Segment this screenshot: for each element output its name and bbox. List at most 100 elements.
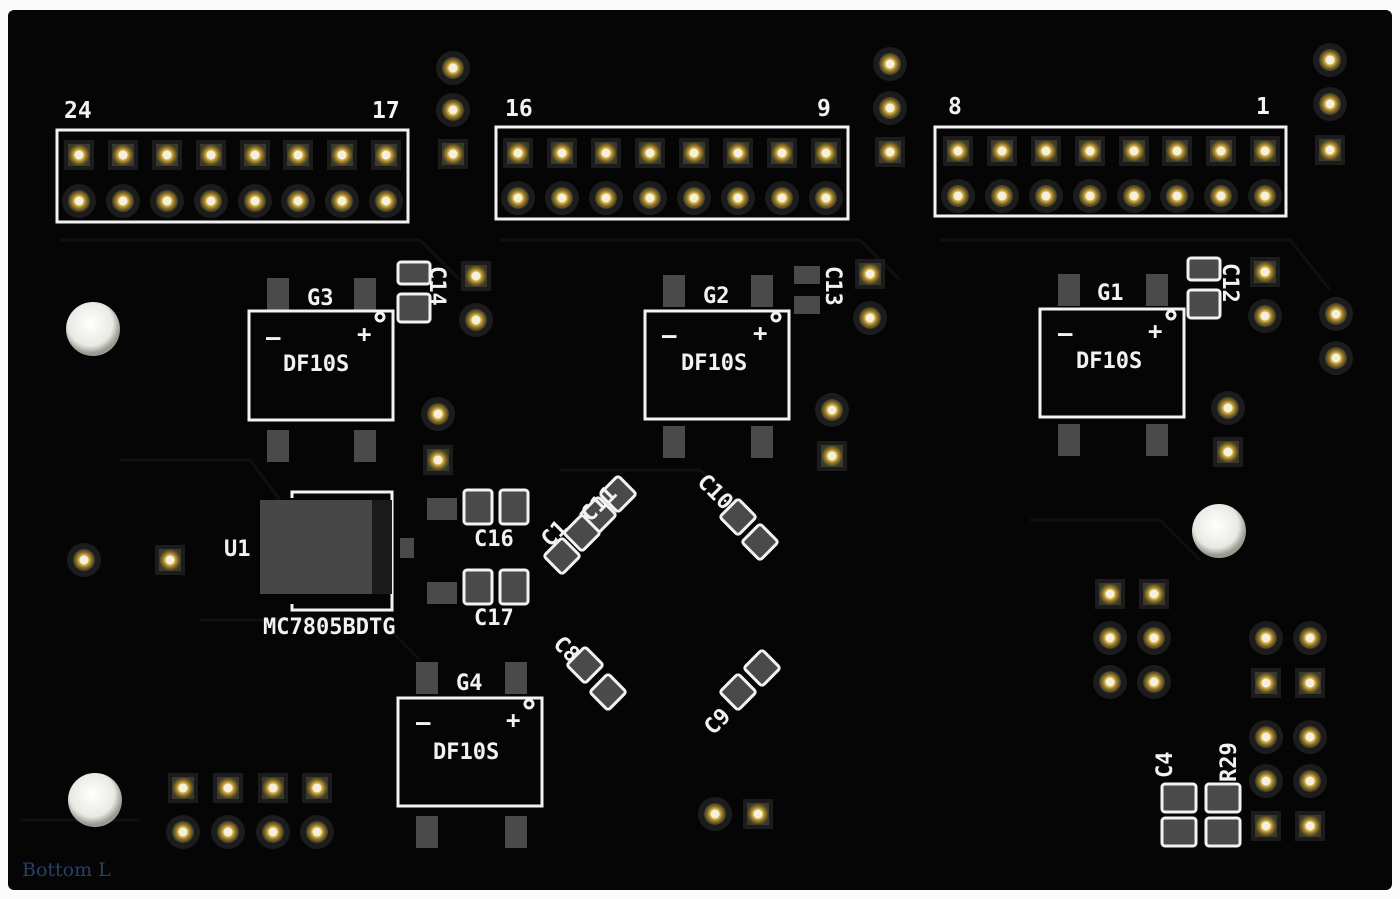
- smd-pad: [505, 662, 527, 694]
- drill-hole: [268, 827, 278, 837]
- mounting-hole: [66, 302, 120, 356]
- smd-pad: [1160, 816, 1198, 848]
- drill-hole: [601, 193, 611, 203]
- drill-hole: [433, 409, 443, 419]
- drill-hole: [1260, 146, 1270, 156]
- drill-hole: [1041, 146, 1051, 156]
- connector-a-right-label: 17: [372, 98, 400, 124]
- drill-hole: [223, 827, 233, 837]
- drill-hole: [1105, 677, 1115, 687]
- smd-pad: [416, 816, 438, 848]
- regulator-value: MC7805BDTG: [263, 615, 395, 640]
- smd-pad: [505, 816, 527, 848]
- bridge-g3-plus: +: [357, 320, 371, 348]
- drill-hole: [601, 148, 611, 158]
- drill-hole: [206, 150, 216, 160]
- drill-hole: [118, 196, 128, 206]
- drill-hole: [1172, 191, 1182, 201]
- drill-hole: [1260, 191, 1270, 201]
- smd-pad: [1146, 274, 1168, 306]
- bridge-g4-plus: +: [506, 706, 520, 734]
- smd-pad: [663, 275, 685, 307]
- drill-hole: [1261, 732, 1271, 742]
- drill-hole: [162, 150, 172, 160]
- drill-hole: [223, 783, 233, 793]
- connector-b-outline: [494, 125, 850, 221]
- drill-hole: [753, 809, 763, 819]
- drill-hole: [312, 827, 322, 837]
- bridge-rectifier-g4: G4 – + DF10S: [396, 671, 544, 808]
- bridge-g2-ref: G2: [703, 284, 730, 309]
- bridge-rectifier-g3: G3 – + DF10S: [247, 286, 395, 422]
- drill-hole: [74, 196, 84, 206]
- drill-hole: [250, 196, 260, 206]
- drill-hole: [1325, 145, 1335, 155]
- drill-hole: [733, 148, 743, 158]
- drill-hole: [471, 315, 481, 325]
- drill-hole: [885, 59, 895, 69]
- bridge-g3-value: DF10S: [283, 352, 349, 377]
- cap-c14-label: C14: [424, 266, 449, 306]
- mounting-hole: [1192, 504, 1246, 558]
- smd-pad: [354, 430, 376, 462]
- drill-hole: [1260, 311, 1270, 321]
- drill-hole: [1305, 821, 1315, 831]
- bridge-g2-plus: +: [753, 319, 767, 347]
- board-substrate: [8, 10, 1392, 890]
- drill-hole: [827, 451, 837, 461]
- mounting-hole: [68, 773, 122, 827]
- drill-hole: [885, 103, 895, 113]
- smd-pads: [267, 256, 1242, 848]
- regulator-ref: U1: [224, 537, 251, 562]
- smd-pad: [462, 488, 494, 526]
- smd-pad: [1186, 256, 1222, 282]
- bridge-g1-minus: –: [1058, 319, 1073, 347]
- smd-pad: [498, 488, 530, 526]
- smd-pad: [563, 514, 601, 552]
- smd-pad: [589, 673, 627, 711]
- bridge-g1-value: DF10S: [1076, 349, 1142, 374]
- drill-hole: [1216, 146, 1226, 156]
- smd-pad: [498, 568, 530, 606]
- drill-hole: [953, 146, 963, 156]
- drill-hole: [1149, 677, 1159, 687]
- layer-label: Bottom L: [22, 859, 111, 881]
- smd-pad: [427, 498, 457, 520]
- drill-hole: [1223, 447, 1233, 457]
- drill-hole: [206, 196, 216, 206]
- drill-hole: [1216, 191, 1226, 201]
- drill-hole: [293, 196, 303, 206]
- drill-hole: [162, 196, 172, 206]
- drill-hole: [1223, 403, 1233, 413]
- resistor-r29-label: R29: [1217, 742, 1242, 782]
- connector-b-right-label: 9: [817, 96, 831, 122]
- drill-hole: [827, 405, 837, 415]
- drill-hole: [312, 783, 322, 793]
- drill-hole: [1325, 99, 1335, 109]
- through-hole-pads: [62, 43, 1353, 849]
- copper-traces: [20, 238, 1332, 822]
- bridge-g4-value: DF10S: [433, 740, 499, 765]
- drill-hole: [513, 148, 523, 158]
- smd-pad: [400, 538, 414, 558]
- drill-hole: [1085, 191, 1095, 201]
- drill-hole: [821, 193, 831, 203]
- drill-hole: [645, 193, 655, 203]
- drill-hole: [1041, 191, 1051, 201]
- drill-hole: [1149, 633, 1159, 643]
- smd-pad: [1160, 782, 1198, 814]
- drill-hole: [293, 150, 303, 160]
- drill-hole: [557, 193, 567, 203]
- drill-hole: [74, 150, 84, 160]
- connector-a-left-label: 24: [64, 98, 92, 124]
- drill-hole: [1172, 146, 1182, 156]
- smd-pad: [416, 662, 438, 694]
- drill-hole: [250, 150, 260, 160]
- drill-hole: [1305, 732, 1315, 742]
- mounting-holes: [66, 302, 1246, 827]
- drill-hole: [821, 148, 831, 158]
- smd-pad: [543, 537, 581, 575]
- drill-hole: [79, 555, 89, 565]
- drill-hole: [1261, 633, 1271, 643]
- smd-pad: [462, 568, 494, 606]
